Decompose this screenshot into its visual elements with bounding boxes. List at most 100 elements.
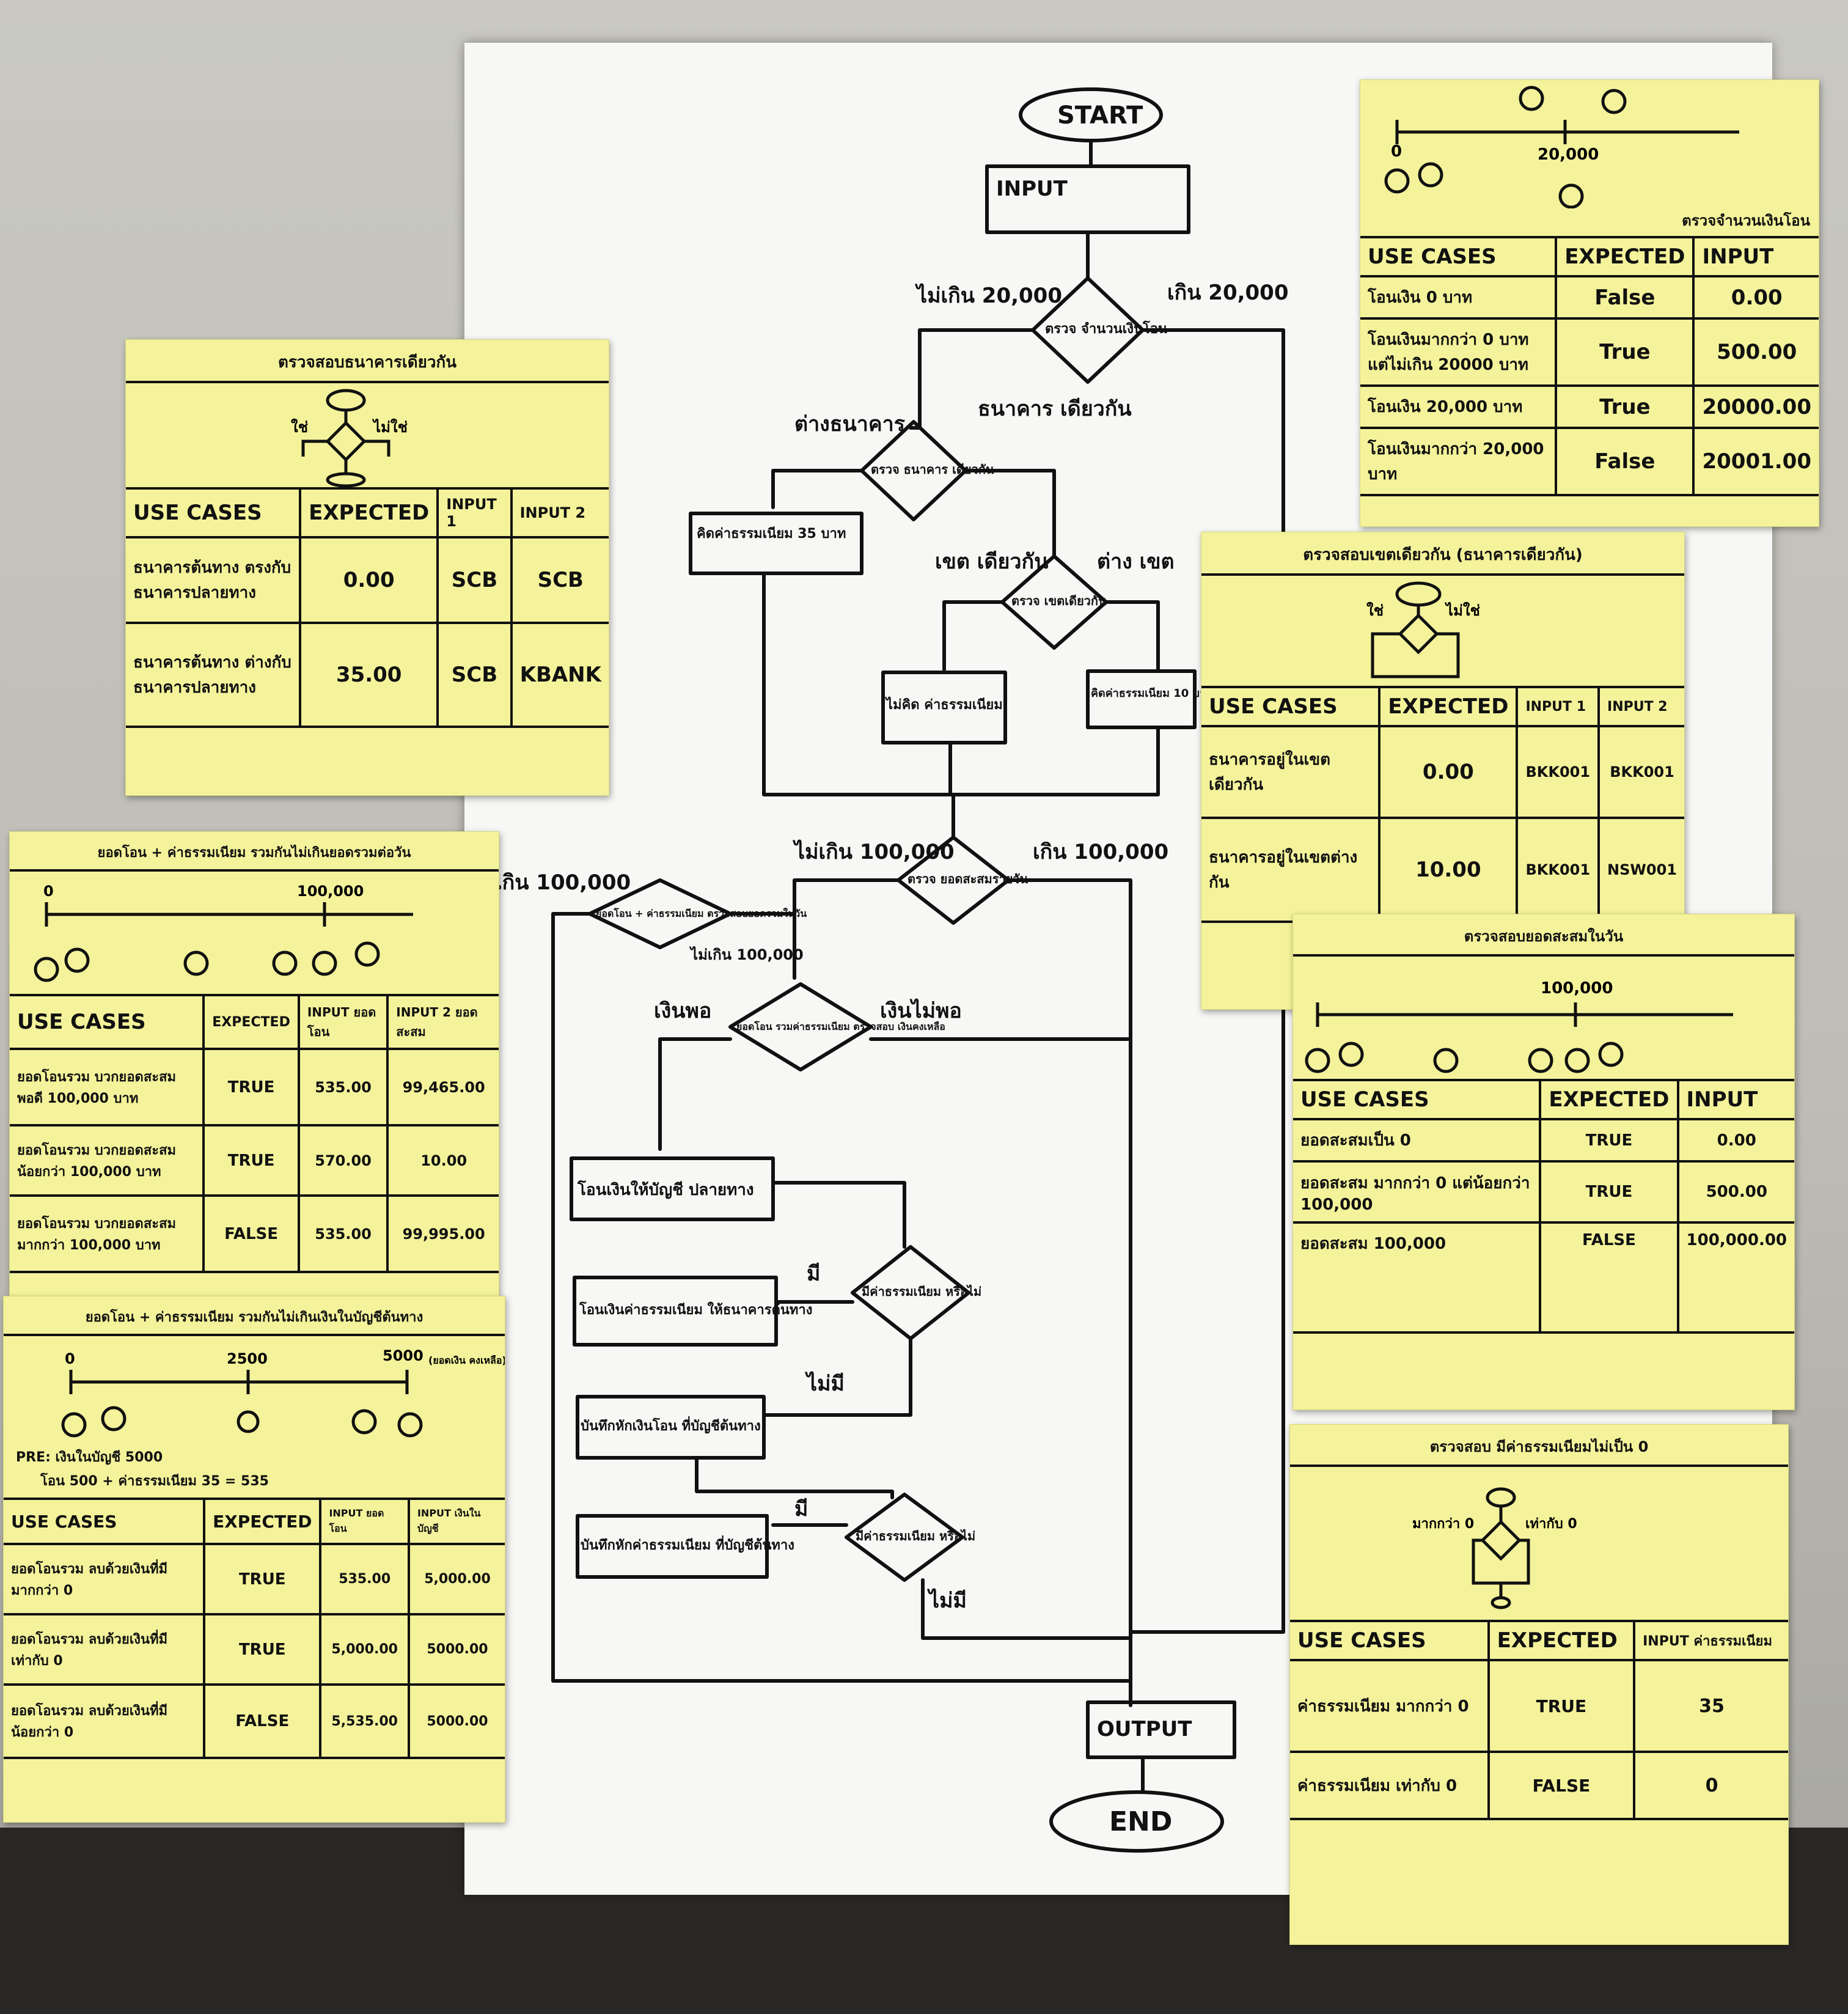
has-fee-label: มีค่าธรรมเนียม หรือไม่	[862, 1284, 981, 1299]
col-use-cases: USE CASES	[1293, 1079, 1542, 1120]
no-fee-label: ไม่คิด ค่าธรรมเนียม	[885, 696, 1003, 713]
cell-expected: FALSE	[1540, 1221, 1679, 1334]
col-use-cases: USE CASES	[1201, 686, 1381, 727]
col-expected: EXPECTED	[1540, 1079, 1679, 1120]
col-input-2: INPUT เงินในบัญชี	[408, 1498, 505, 1545]
record-fee-box	[576, 1514, 769, 1579]
cell-input: 5,000.00	[320, 1613, 410, 1686]
no-fee-box	[881, 671, 1007, 744]
total-fee-number-line: 0 100,000	[10, 872, 499, 994]
fee-table: USE CASES EXPECTED INPUT ค่าธรรมเนียม ค่…	[1290, 1620, 1788, 1820]
input-label: INPUT	[996, 177, 1068, 201]
cell-input: 500.00	[1678, 1160, 1794, 1224]
amount-title: ตรวจจำนวนเงินโอน	[1682, 212, 1810, 229]
cell-case: ยอดโอนรวม ลบด้วยเงินที่มี เท่ากับ 0	[4, 1613, 206, 1686]
col-input-2: INPUT 2	[1599, 686, 1684, 727]
cell-case: ยอดสะสม มากกว่า 0 แต่น้อยกว่า 100,000	[1293, 1160, 1542, 1224]
cell-input: SCB	[438, 622, 513, 728]
cell-input: 99,465.00	[387, 1048, 499, 1126]
cell-expected: TRUE	[204, 1048, 300, 1126]
cell-expected: TRUE	[204, 1613, 322, 1686]
cell-case: ยอดโอนรวม บวกยอดสะสม มากกว่า 100,000 บาท	[10, 1194, 205, 1273]
cell-expected: 35.00	[300, 622, 439, 728]
transfer-fee-box	[573, 1276, 778, 1347]
table-row: ยอดโอนรวม บวกยอดสะสม มากกว่า 100,000 บาท…	[10, 1194, 499, 1273]
note-total-fee: ยอดโอน + ค่าธรรมเนียม รวมกันไม่เกินยอดรว…	[9, 831, 499, 1297]
cell-case: ธนาคารต้นทาง ตรงกับ ธนาคารปลายทาง	[126, 536, 302, 624]
bank-title: ตรวจสอบธนาคารเดียวกัน	[126, 340, 609, 383]
fee-more: มากกว่า 0	[1412, 1516, 1474, 1532]
cell-input: NSW001	[1599, 817, 1684, 923]
check-total-label: ตรวจ ยอดสะสมรายวัน	[908, 872, 1028, 886]
total-fee-axis-zero: 0	[43, 883, 54, 900]
table-row: โอนเงินมากกว่า 0 บาท แต่ไม่เกิน 20000 บา…	[1360, 317, 1819, 387]
cell-expected: TRUE	[1488, 1659, 1636, 1753]
cell-expected: 0.00	[300, 536, 439, 624]
over-100k-label: เกิน 100,000	[495, 870, 631, 895]
has-fee-label-2: มีค่าธรรมเนียม หรือไม่	[856, 1529, 975, 1543]
bank-no: ไม่ใช่	[372, 418, 408, 436]
col-input-1: INPUT ยอดโอน	[320, 1498, 410, 1545]
col-input-1: INPUT 1	[438, 487, 513, 538]
cell-case: ยอดโอนรวม บวกยอดสะสม น้อยกว่า 100,000 บา…	[10, 1124, 205, 1197]
cell-input: 10.00	[387, 1124, 499, 1197]
total-fee-title: ยอดโอน + ค่าธรรมเนียม รวมกันไม่เกินยอดรว…	[10, 832, 499, 872]
output-box	[1086, 1700, 1236, 1759]
cell-case: โอนเงินมากกว่า 0 บาท แต่ไม่เกิน 20000 บา…	[1360, 317, 1558, 387]
cell-input: 35	[1634, 1659, 1788, 1753]
check-zone-diamond	[1000, 554, 1108, 650]
col-expected: EXPECTED	[300, 487, 439, 538]
cell-case: โอนเงินมากกว่า 20,000 บาท	[1360, 427, 1558, 496]
cell-input: 5000.00	[408, 1613, 505, 1686]
end-terminal	[1049, 1790, 1224, 1853]
col-expected: EXPECTED	[1379, 686, 1519, 727]
cell-input: BKK001	[1517, 725, 1601, 819]
col-input: INPUT	[1693, 236, 1819, 277]
cell-input: 5000.00	[408, 1683, 505, 1759]
fee10-label: คิดค่าธรรมเนียม 10 บาท	[1091, 687, 1213, 700]
cell-input: SCB	[438, 536, 513, 624]
cell-input: 20000.00	[1693, 384, 1819, 429]
zone-no: ไม่ใช่	[1444, 601, 1480, 619]
cell-expected: True	[1556, 317, 1695, 387]
fee-title: ตรวจสอบ มีค่าธรรมเนียมไม่เป็น 0	[1290, 1425, 1788, 1467]
cell-case: ยอดโอนรวม บวกยอดสะสม พอดี 100,000 บาท	[10, 1048, 205, 1126]
balance-axis-note: (ยอดเงิน คงเหลือ)	[428, 1354, 505, 1366]
not-over-100k-label: ไม่เกิน 100,000	[689, 946, 804, 963]
zone-diff-label: ต่าง เขต	[1097, 549, 1175, 574]
total-over-label: เกิน 100,000	[1033, 840, 1168, 864]
cell-input: 570.00	[298, 1124, 389, 1197]
cell-input: BKK001	[1517, 817, 1601, 923]
cell-case: ยอดสะสมเป็น 0	[1293, 1118, 1542, 1163]
balance-pre2: โอน 500 + ค่าธรรมเนียม 35 = 535	[40, 1474, 269, 1489]
col-input-2: INPUT 2 ยอดสะสม	[387, 994, 499, 1050]
cell-case: ธนาคารอยู่ในเขตต่างกัน	[1201, 817, 1381, 923]
amount-axis-zero: 0	[1391, 142, 1402, 161]
cell-input: KBANK	[511, 622, 609, 728]
cell-input: SCB	[511, 536, 609, 624]
cell-case: โอนเงิน 0 บาท	[1360, 275, 1558, 320]
note-balance: ยอดโอน + ค่าธรรมเนียม รวมกันไม่เกินเงินใ…	[3, 1296, 505, 1823]
fee35-box	[689, 512, 864, 575]
transfer-fee-label: โอนเงินค่าธรรมเนียม ให้ธนาคารต้นทาง	[579, 1301, 813, 1318]
cell-expected: 10.00	[1379, 817, 1519, 923]
col-input: INPUT	[1678, 1079, 1794, 1120]
total-ok-label: ไม่เกิน 100,000	[793, 839, 955, 864]
bank-same-label: ธนาคาร เดียวกัน	[978, 397, 1132, 421]
check-zone-label: ตรวจ เขตเดียวกัน	[1011, 594, 1107, 608]
cell-case: ยอดโอนรวม ลบด้วยเงินที่มี มากกว่า 0	[4, 1543, 206, 1615]
check-amount-diamond	[1031, 276, 1145, 384]
enough-label: เงินพอ	[654, 999, 711, 1023]
col-expected: EXPECTED	[204, 994, 300, 1050]
